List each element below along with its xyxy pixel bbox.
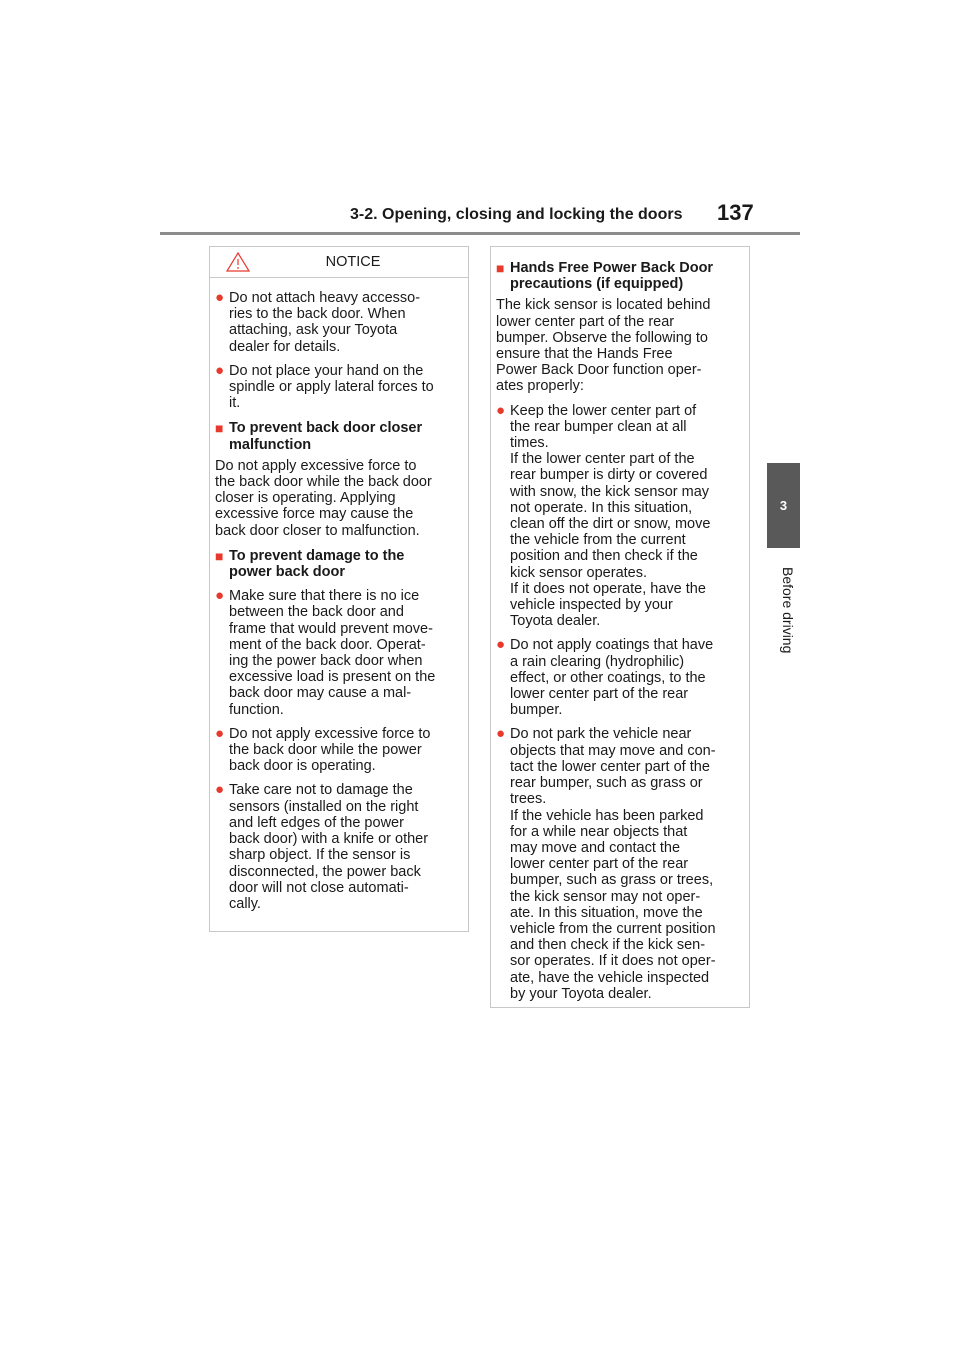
section-title: 3-2. Opening, closing and locking the do… [350, 206, 683, 223]
bullet-item: ●Do not attach heavy accesso- ries to th… [215, 289, 463, 355]
bullet-item: ●Do not apply coatings that have a rain … [496, 637, 744, 718]
paragraph: Do not apply excessive force to the back… [215, 457, 432, 539]
bullet-icon: ● [215, 781, 225, 799]
bullet-item: ●Do not place your hand on the spindle o… [215, 361, 463, 412]
bullet-text: Keep the lower center part of the rear b… [510, 402, 711, 630]
heading-text: To prevent damage to the power back door [229, 547, 405, 581]
chapter-number: 3 [779, 498, 788, 513]
notice-content: ●Do not attach heavy accesso- ries to th… [210, 278, 468, 912]
warning-triangle-icon [226, 252, 250, 272]
bullet-text: Do not apply coatings that have a rain c… [510, 637, 714, 719]
bullet-text: Take care not to damage the sensors (ins… [229, 782, 429, 912]
notice-box: NOTICE ●Do not attach heavy accesso- rie… [209, 246, 469, 932]
notice-header: NOTICE [210, 247, 468, 278]
notice-label: NOTICE [325, 253, 381, 270]
bullet-icon: ● [496, 636, 506, 654]
heading-text: Hands Free Power Back Door precautions (… [510, 260, 714, 293]
heading-text: To prevent back door closer malfunction [229, 420, 423, 453]
section-heading: ■ To prevent back door closer malfunction [215, 420, 463, 452]
section-heading: ■ Hands Free Power Back Door precautions … [496, 260, 744, 292]
hands-free-content: ■ Hands Free Power Back Door precautions … [491, 247, 749, 1002]
chapter-tab[interactable]: 3 [767, 463, 800, 548]
bullet-icon: ● [215, 587, 225, 605]
bullet-item: ●Do not park the vehicle near objects th… [496, 725, 744, 1002]
bullet-text: Do not apply excessive force to the back… [229, 725, 431, 775]
bullet-item: ●Keep the lower center part of the rear … [496, 401, 744, 630]
bullet-icon: ● [496, 401, 506, 419]
square-marker-icon: ■ [215, 547, 224, 564]
paragraph: The kick sensor is located behind lower … [496, 297, 711, 395]
chapter-label: Before driving [780, 566, 796, 654]
square-marker-icon: ■ [215, 420, 224, 437]
header-divider [160, 232, 800, 235]
bullet-item: ●Make sure that there is no ice between … [215, 588, 463, 718]
bullet-item: ●Take care not to damage the sensors (in… [215, 782, 463, 912]
bullet-icon: ● [215, 724, 225, 742]
bullet-text: Do not attach heavy accesso- ries to the… [229, 290, 421, 355]
bullet-icon: ● [215, 289, 225, 306]
section-heading: ■ To prevent damage to the power back doo… [215, 548, 463, 580]
bullet-icon: ● [215, 361, 225, 379]
square-marker-icon: ■ [496, 260, 505, 276]
bullet-item: ●Do not apply excessive force to the bac… [215, 724, 463, 775]
page-number: 137 [717, 200, 754, 225]
bullet-icon: ● [496, 725, 506, 743]
hands-free-box: ■ Hands Free Power Back Door precautions … [490, 246, 750, 1008]
bullet-text: Do not park the vehicle near objects tha… [510, 726, 716, 1002]
bullet-text: Do not place your hand on the spindle or… [229, 362, 434, 412]
bullet-text: Make sure that there is no ice between t… [229, 588, 436, 718]
